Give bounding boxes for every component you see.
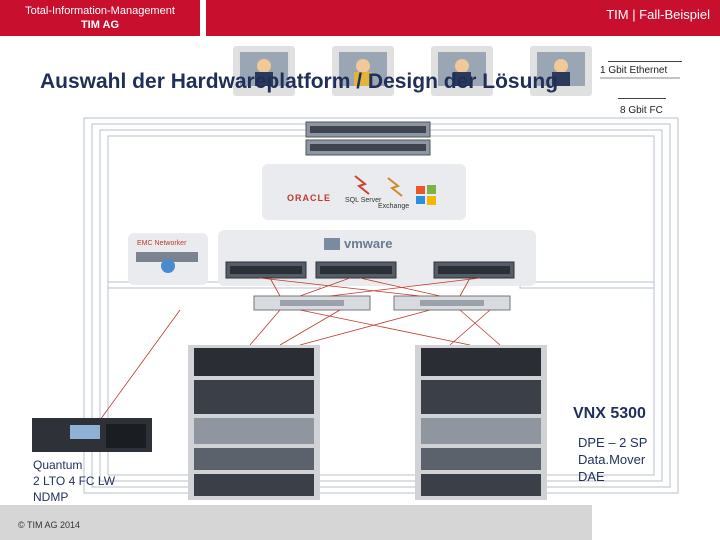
vnx-detail-line: DAE [578,468,647,485]
legend-ethernet-divider [608,61,682,62]
ethernet-switch [306,140,430,155]
exchange-label: Exchange [378,203,409,210]
networker-label: EMC Networker [137,240,186,247]
slide-title: Auswahl der Hardwareplatform / Design de… [40,70,558,94]
vnx-details: DPE – 2 SP Data.Mover DAE [578,434,647,485]
library-line: NDMP [33,489,115,505]
footer-copyright: © TIM AG 2014 [18,520,80,530]
vmware-label: vmware [344,236,392,251]
vnx-rack [188,345,320,500]
vmware-logo-icon [324,238,340,250]
vnx-rack [415,345,547,500]
esx-host [316,262,396,278]
legend-fc-divider [618,98,666,99]
tape-library [32,418,152,452]
library-line: 2 LTO 4 FC LW [33,473,115,489]
vnx-detail-line: Data.Mover [578,451,647,468]
legend-ethernet: 1 Gbit Ethernet [600,65,667,76]
library-line: Quantum [33,457,115,473]
sql-server-label: SQL Server [345,197,381,204]
esx-host [434,262,514,278]
legend-fc: 8 Gbit FC [620,105,663,116]
esx-host [226,262,306,278]
fc-switch [394,296,510,310]
footer-spacer [600,505,720,540]
vnx-model: VNX 5300 [573,405,646,423]
oracle-label: ORACLE [287,193,331,203]
library-description: Quantum 2 LTO 4 FC LW NDMP [33,457,115,505]
ethernet-switch [306,122,430,137]
fc-switch [254,296,370,310]
footer-bar: © TIM AG 2014 [0,505,592,540]
networker-icon [161,259,175,273]
vnx-detail-line: DPE – 2 SP [578,434,647,451]
